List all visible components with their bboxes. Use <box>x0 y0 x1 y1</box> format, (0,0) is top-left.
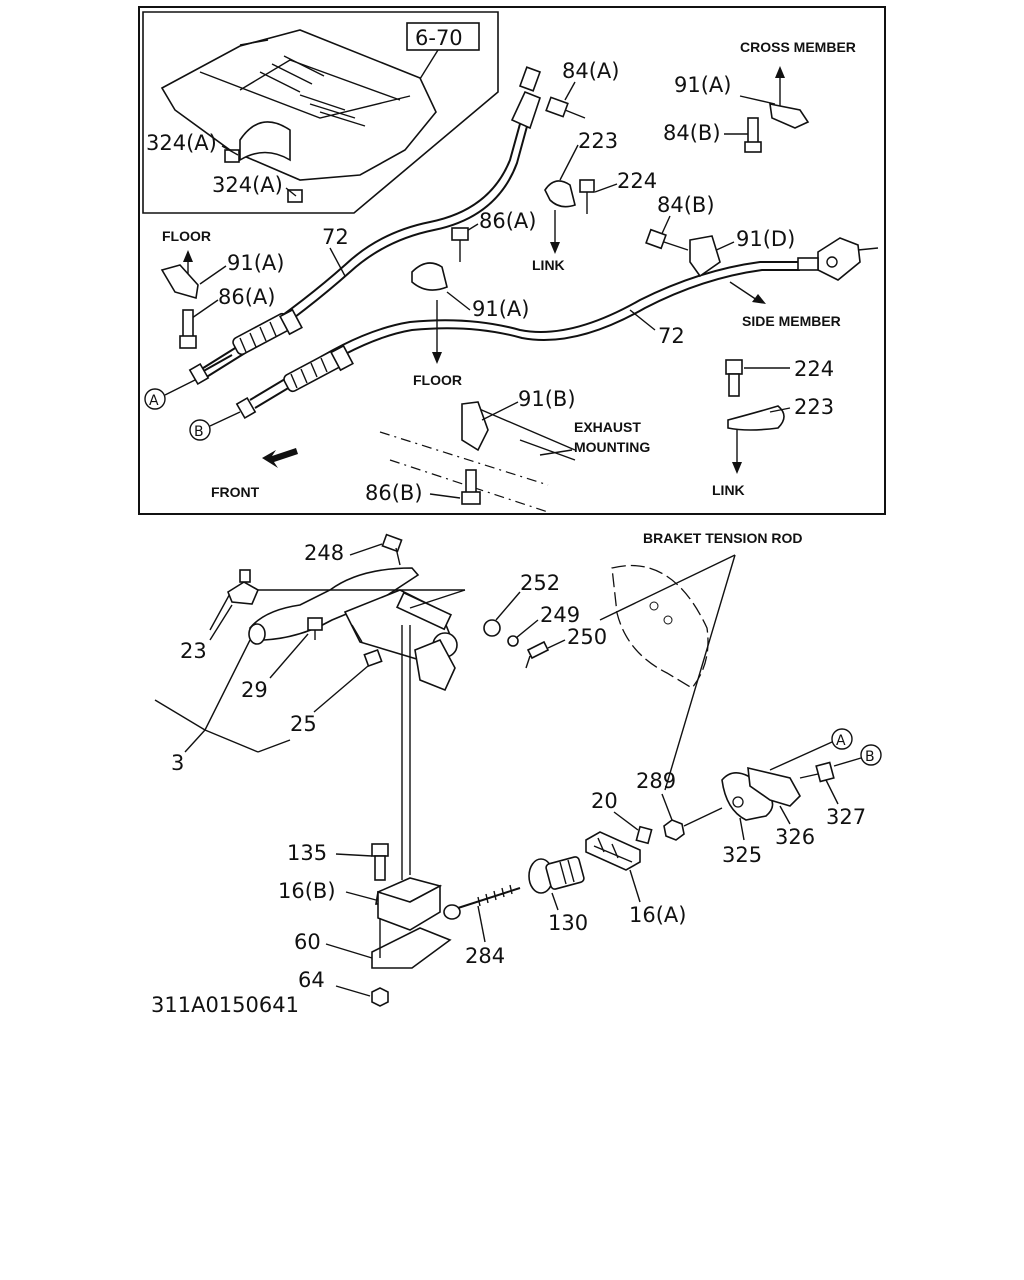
circle-marker-b-lower: B <box>865 749 875 765</box>
callout-91d: 91(D) <box>736 227 795 251</box>
callout-327: 327 <box>826 805 866 829</box>
callout-91b: 91(B) <box>518 387 576 411</box>
callout-223-top: 223 <box>578 129 618 153</box>
callout-84a: 84(A) <box>562 59 619 83</box>
caption-braket-tension-rod: BRAKET TENSION ROD <box>643 530 802 546</box>
bracket-223-top <box>544 180 576 208</box>
callout-86a-left: 86(A) <box>218 285 275 309</box>
callout-324a-1: 324(A) <box>146 131 217 155</box>
caption-link-top: LINK <box>532 257 565 273</box>
callout-72-left: 72 <box>322 225 349 249</box>
cable-72-lower <box>249 261 800 401</box>
boot-130 <box>528 856 585 894</box>
ref-box-label: 6-70 <box>415 26 463 50</box>
bracket-16b <box>375 877 443 931</box>
callout-86a-mid: 86(A) <box>479 209 536 233</box>
callout-91a-left: 91(A) <box>227 251 284 275</box>
callout-325: 325 <box>722 843 762 867</box>
clip-91a-top <box>769 102 810 129</box>
bracket-91b <box>461 401 489 452</box>
caption-link-right: LINK <box>712 482 745 498</box>
bracket-326 <box>747 766 801 807</box>
inset-frame <box>142 11 499 214</box>
callout-23: 23 <box>180 639 207 663</box>
callout-249: 249 <box>540 603 580 627</box>
bracket-16a <box>585 831 641 871</box>
callout-324a-2: 324(A) <box>212 173 283 197</box>
callout-29: 29 <box>241 678 268 702</box>
callout-3: 3 <box>171 751 184 775</box>
clip-91a-mid <box>411 262 448 291</box>
clip-23 <box>227 569 260 605</box>
callout-135: 135 <box>287 841 327 865</box>
threaded-rod-284 <box>443 884 521 920</box>
upper-panel-frame <box>138 6 886 515</box>
circle-marker-a-lower: A <box>836 733 846 749</box>
front-arrow-icon <box>262 448 298 468</box>
bolt-84b-mid <box>645 228 689 251</box>
callout-224-top: 224 <box>617 169 657 193</box>
callout-326: 326 <box>775 825 815 849</box>
callout-284: 284 <box>465 944 505 968</box>
callout-223-right: 223 <box>794 395 834 419</box>
callout-84b-mid: 84(B) <box>657 193 715 217</box>
floor-panel-drawing <box>160 29 437 203</box>
callout-20: 20 <box>591 789 618 813</box>
bolt-84a <box>545 96 586 119</box>
callout-130: 130 <box>548 911 588 935</box>
circle-marker-a: A <box>149 393 159 409</box>
callout-60: 60 <box>294 930 321 954</box>
ref-box <box>406 22 480 51</box>
callout-64: 64 <box>298 968 325 992</box>
callout-86b: 86(B) <box>365 481 423 505</box>
caption-floor-left: FLOOR <box>162 228 211 244</box>
callout-252: 252 <box>520 571 560 595</box>
callout-91a-mid: 91(A) <box>472 297 529 321</box>
caption-exhaust-mounting: MOUNTING <box>574 439 650 455</box>
callout-16b: 16(B) <box>278 879 336 903</box>
callout-16a: 16(A) <box>629 903 686 927</box>
caption-exhaust: EXHAUST <box>574 419 641 435</box>
parking-brake-lever <box>248 567 458 692</box>
plate-60 <box>371 918 452 969</box>
tension-rod-bracket-ghost <box>611 564 709 689</box>
callout-289: 289 <box>636 769 676 793</box>
callout-91a-top: 91(A) <box>674 73 731 97</box>
caption-cross-member: CROSS MEMBER <box>740 39 856 55</box>
callout-250: 250 <box>567 625 607 649</box>
caption-front: FRONT <box>211 484 260 500</box>
callout-224-right: 224 <box>794 357 834 381</box>
caption-side-member: SIDE MEMBER <box>742 313 841 329</box>
callout-84b-top: 84(B) <box>663 121 721 145</box>
bracket-325 <box>721 772 774 821</box>
circle-marker-b: B <box>194 424 204 440</box>
callout-72-right: 72 <box>658 324 685 348</box>
bolt-327 <box>799 761 835 783</box>
drawing-number: 311A0150641 <box>151 993 299 1017</box>
callout-25: 25 <box>290 712 317 736</box>
callout-248: 248 <box>304 541 344 565</box>
caption-floor-mid: FLOOR <box>413 372 462 388</box>
boot-b <box>283 344 354 393</box>
boot-a <box>232 308 303 356</box>
